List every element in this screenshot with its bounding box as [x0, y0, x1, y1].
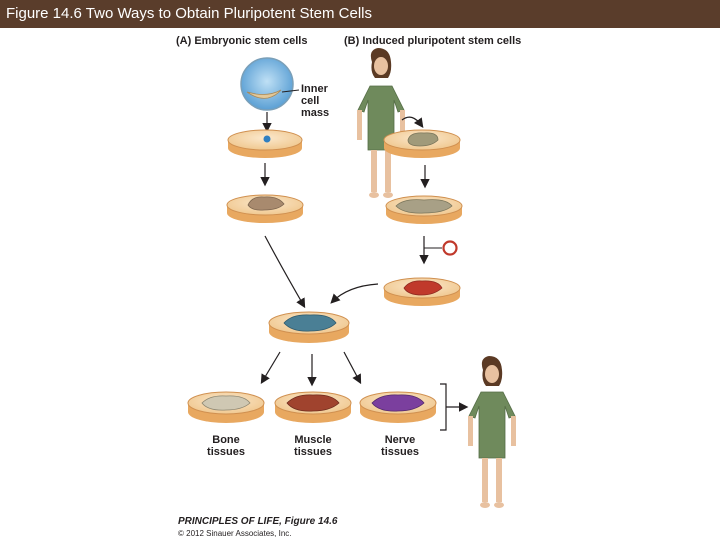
- dish-pluripotent: [268, 311, 350, 343]
- tissues-bracket: [440, 383, 447, 431]
- recipient-figure-icon: [468, 356, 516, 508]
- copyright-notice: © 2012 Sinauer Associates, Inc.: [178, 529, 292, 538]
- dish-muscle: [274, 391, 352, 423]
- arrow-b3: [330, 283, 379, 304]
- arrow-b0: [401, 116, 424, 128]
- arrow-to-nerve: [343, 351, 362, 385]
- bone-tissues-label: Bone tissues: [207, 434, 245, 458]
- dish-bone: [187, 391, 265, 423]
- dish-a2: [226, 194, 304, 223]
- muscle-tissues-label: Muscle tissues: [294, 434, 332, 458]
- figure-credit: PRINCIPLES OF LIFE, Figure 14.6: [178, 516, 338, 527]
- inner-cell-mass-label: Inner cell mass: [301, 83, 330, 119]
- dish-b3: [383, 277, 461, 306]
- reprogramming-factor-icon: [442, 240, 458, 256]
- dish-a1: [227, 129, 303, 158]
- panel-a-label: (A) Embryonic stem cells: [176, 35, 308, 47]
- dish-nerve: [359, 391, 437, 423]
- blastocyst: [240, 57, 294, 111]
- donor-figure-icon: [357, 48, 405, 198]
- arrow-a3: [264, 235, 306, 309]
- dish-b1: [383, 129, 461, 158]
- inner-cell-mass-leader: [281, 89, 300, 93]
- nerve-tissues-label: Nerve tissues: [381, 434, 419, 458]
- slide-title: Figure 14.6 Two Ways to Obtain Pluripote…: [0, 0, 720, 28]
- arrow-to-bone: [260, 351, 281, 385]
- dish-b2: [385, 195, 463, 224]
- panel-b-label: (B) Induced pluripotent stem cells: [344, 35, 522, 47]
